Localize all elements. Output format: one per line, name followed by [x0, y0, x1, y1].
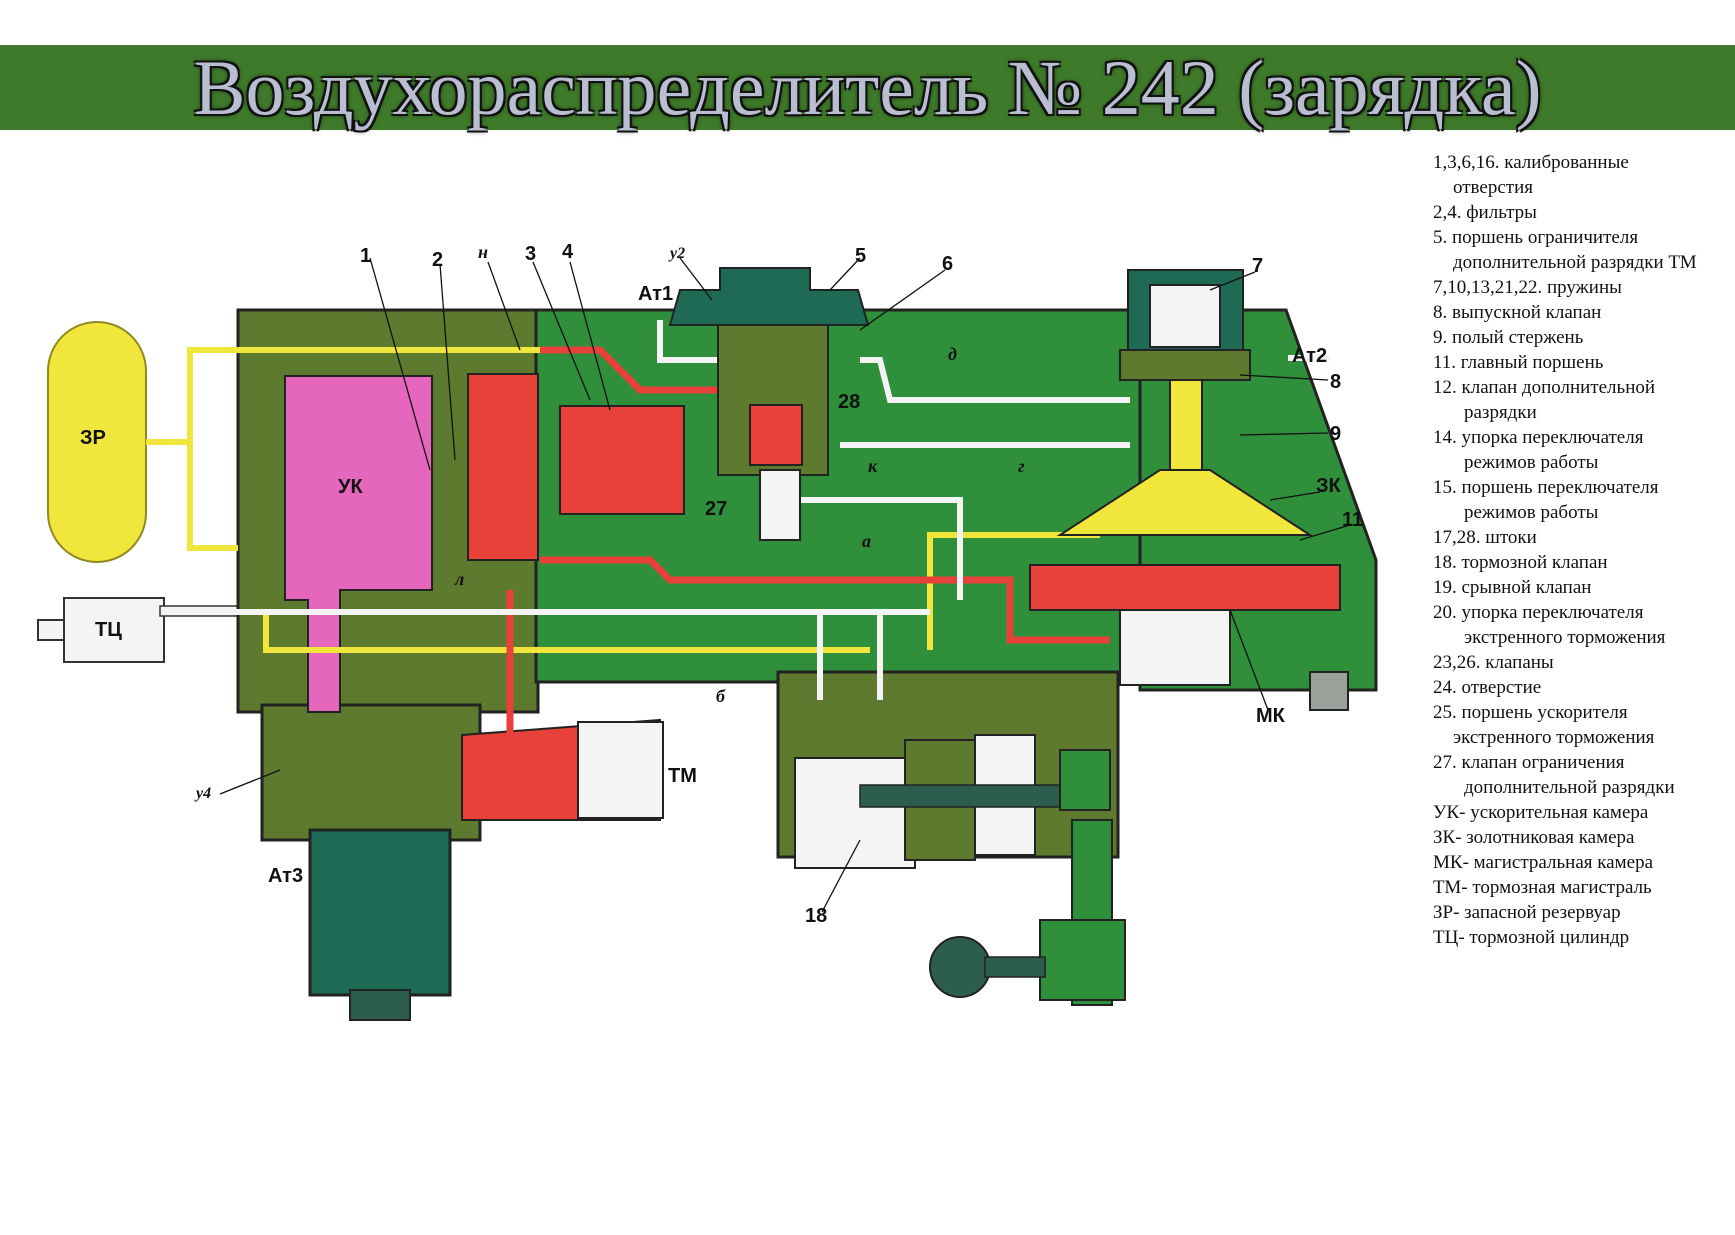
- label-9: 9: [1330, 423, 1341, 445]
- label-at1: Ат1: [638, 283, 673, 305]
- label-at3: Ат3: [268, 865, 303, 887]
- legend-item: 27. клапан ограничения: [1433, 752, 1625, 773]
- label-5: 5: [855, 245, 866, 267]
- accelerator-stem: [308, 828, 452, 997]
- legend-item: 17,28. штоки: [1433, 527, 1537, 548]
- page-title: Воздухораспределитель № 242 (зарядка): [193, 44, 1542, 131]
- stem-tip: [349, 989, 411, 1021]
- valve-5: [668, 267, 870, 541]
- label-7: 7: [1252, 255, 1263, 277]
- legend-item: 9. полый стержень: [1433, 327, 1584, 348]
- label-6: 6: [942, 253, 953, 275]
- legend-item: ТЦ- тормозной цилиндр: [1433, 927, 1630, 948]
- label-4: 4: [562, 241, 574, 263]
- label-tm: ТМ: [668, 765, 697, 787]
- legend-item: 25. поршень ускорителя: [1433, 702, 1628, 723]
- legend-item: 24. отверстие: [1433, 677, 1542, 698]
- label-3: 3: [525, 243, 536, 265]
- label-d: д: [948, 344, 957, 364]
- legend-item: режимов работы: [1464, 502, 1599, 523]
- label-2: 2: [432, 249, 443, 271]
- legend-item: экстренного торможения: [1464, 627, 1666, 648]
- legend-item: 14. упорка переключателя: [1433, 427, 1644, 448]
- label-28: 28: [838, 391, 860, 413]
- label-zr: ЗР: [80, 427, 106, 449]
- legend-item: 12. клапан дополнительной: [1433, 377, 1656, 398]
- legend-item: отверстия: [1453, 177, 1533, 198]
- legend-item: разрядки: [1464, 402, 1537, 423]
- label-b: б: [716, 686, 726, 706]
- label-k: к: [868, 456, 878, 476]
- legend-item: ТМ- тормозная магистраль: [1433, 877, 1652, 898]
- title-bar: Воздухораспределитель № 242 (зарядка): [0, 45, 1735, 130]
- label-l: л: [454, 569, 464, 589]
- label-11: 11: [1342, 509, 1363, 531]
- uk-chamber: [284, 375, 433, 713]
- legend-item: ЗР- запасной резервуар: [1433, 902, 1621, 923]
- label-g: г: [1018, 456, 1025, 476]
- legend-item: дополнительной разрядки: [1464, 777, 1675, 798]
- label-zk: ЗК: [1316, 475, 1342, 497]
- legend-item: 19. срывной клапан: [1433, 577, 1592, 598]
- label-mk: МК: [1256, 705, 1286, 727]
- yellow-channels: [146, 347, 1100, 653]
- filter-4: [559, 405, 685, 515]
- legend-item: 23,26. клапаны: [1433, 652, 1554, 673]
- legend-item: 20. упорка переключателя: [1433, 602, 1644, 623]
- label-n: н: [478, 242, 488, 262]
- leader-lines: [219, 257, 1351, 913]
- legend-item: режимов работы: [1464, 452, 1599, 473]
- label-at2: Ат2: [1292, 345, 1327, 367]
- label-uk: УК: [338, 476, 363, 498]
- label-a: а: [862, 531, 871, 551]
- legend-item: 7,10,13,21,22. пружины: [1433, 277, 1622, 298]
- legend-item: МК- магистральная камера: [1433, 852, 1654, 873]
- legend-item: 5. поршень ограничителя: [1433, 227, 1639, 248]
- label-y2: у2: [668, 245, 685, 262]
- red-chamber-left: [467, 373, 539, 561]
- nut: [1309, 671, 1349, 711]
- legend-item: дополнительной разрядки ТМ: [1453, 252, 1697, 273]
- legend-item: 11. главный поршень: [1433, 352, 1604, 373]
- label-18: 18: [805, 905, 827, 927]
- tc-cylinder: [37, 597, 241, 663]
- brake-valve-18: [794, 734, 1126, 1006]
- label-8: 8: [1330, 371, 1341, 393]
- legend-item: экстренного торможения: [1453, 727, 1655, 748]
- legend-item: 1,3,6,16. калиброванные: [1433, 152, 1629, 173]
- accelerator-housing: [260, 703, 482, 842]
- legend-item: 18. тормозной клапан: [1433, 552, 1608, 573]
- label-27: 27: [705, 498, 727, 520]
- legend-item: 15. поршень переключателя: [1433, 477, 1659, 498]
- legend-item: ЗК- золотниковая камера: [1433, 827, 1635, 848]
- label-y4: у4: [194, 785, 211, 802]
- tm-strainer: [577, 721, 664, 819]
- legend-item: 8. выпускной клапан: [1433, 302, 1602, 323]
- valve-7-9: [1029, 269, 1341, 686]
- legend-item: 2,4. фильтры: [1433, 202, 1537, 223]
- legend-item: УК- ускорительная камера: [1433, 802, 1649, 823]
- label-tc: ТЦ: [95, 619, 122, 641]
- legend: 1,3,6,16. калиброванные отверстия 2,4. фил…: [1433, 150, 1733, 950]
- white-channels: [164, 320, 1330, 700]
- label-1: 1: [360, 245, 371, 267]
